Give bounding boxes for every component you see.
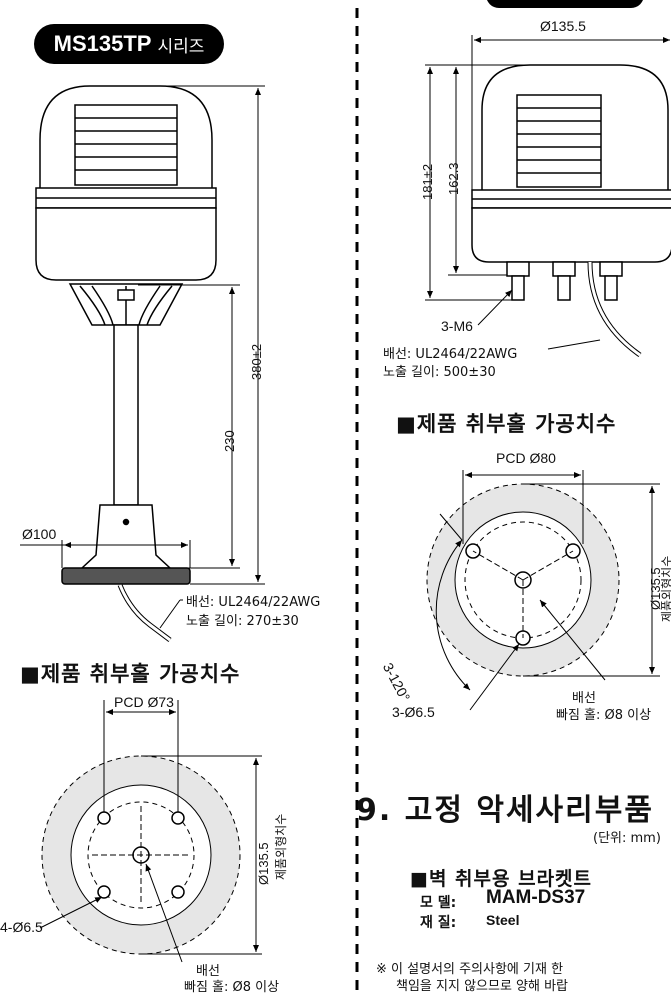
left-tower-drawing xyxy=(35,85,217,642)
left-hole-count: 4-Ø6.5 xyxy=(0,919,43,935)
right-pass-hole: 빠짐 홀: Ø8 이상 xyxy=(556,708,652,723)
dim-base-diameter: Ø100 xyxy=(22,526,57,542)
right-hole-heading: ■제품 취부홀 가공치수 xyxy=(396,412,617,436)
material-value: Steel xyxy=(486,912,520,928)
left-outer-diameter: Ø135.5 xyxy=(256,842,271,885)
unit-label: (단위: mm) xyxy=(593,831,661,846)
bracket-heading: ■벽 취부용 브라켓트 xyxy=(410,868,593,890)
series-badge-right xyxy=(486,0,644,8)
left-dimensions xyxy=(20,85,265,629)
right-pcd: PCD Ø80 xyxy=(496,450,556,466)
model-label: 모 델: xyxy=(420,895,457,911)
left-pass-hole: 빠짐 홀: Ø8 이상 xyxy=(184,980,280,995)
cable-length: 노출 길이: 270±30 xyxy=(186,614,299,629)
series-badge: MS135TP 시리즈 xyxy=(34,24,224,64)
left-wiring: 배선 xyxy=(196,964,220,979)
right-total-height: 181±2 xyxy=(420,163,435,200)
right-dimensions xyxy=(425,35,670,350)
left-outer-label: 제품외형치수 xyxy=(274,813,288,880)
series-model: MS135TP xyxy=(53,31,152,56)
right-cable-length: 노출 길이: 500±30 xyxy=(383,365,496,380)
right-outer-label: 제품외형치수 xyxy=(660,555,671,622)
right-wiring: 배선 xyxy=(572,691,596,706)
section-title: 9. 고정 악세사리부품 xyxy=(356,793,654,828)
right-cable-spec: 배선: UL2464/22AWG xyxy=(383,347,518,362)
dim-pole-height: 230 xyxy=(222,430,237,452)
left-hole-heading: ■제품 취부홀 가공치수 xyxy=(20,662,241,686)
left-pcd: PCD Ø73 xyxy=(114,694,174,710)
left-hole-pattern xyxy=(39,700,262,963)
model-value: MAM-DS37 xyxy=(486,887,586,908)
note-line-2: 책임을 지지 않으므로 양해 바랍 xyxy=(396,979,569,994)
right-diameter: Ø135.5 xyxy=(540,18,586,34)
right-hole-pattern xyxy=(426,470,660,711)
right-screws: 3-M6 xyxy=(441,318,473,334)
right-hole-count: 3-Ø6.5 xyxy=(392,704,435,720)
note-line-1: ※ 이 설명서의 주의사항에 기재 한 xyxy=(376,962,564,977)
cable-spec: 배선: UL2464/22AWG xyxy=(186,595,321,610)
right-body-height: 162.3 xyxy=(446,162,461,195)
material-label: 재 질: xyxy=(420,915,457,931)
dim-total-height: 380±2 xyxy=(249,343,264,380)
series-suffix: 시리즈 xyxy=(157,36,205,57)
right-tower-drawing xyxy=(471,64,671,358)
